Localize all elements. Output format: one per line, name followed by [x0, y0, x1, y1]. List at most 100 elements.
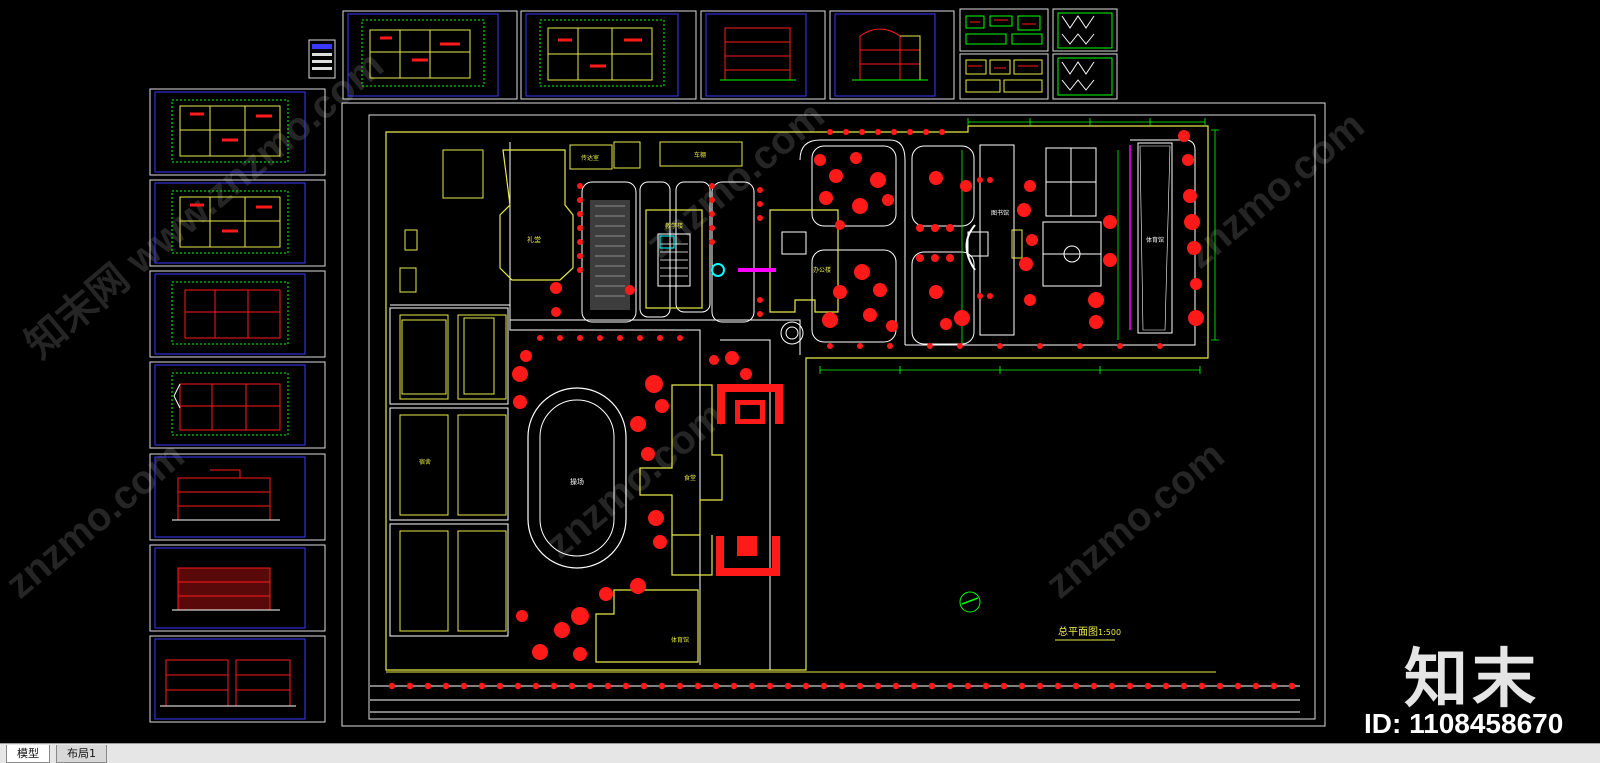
drawing-sheet-section-1[interactable]	[700, 10, 826, 100]
street-trees	[388, 682, 1296, 690]
drawing-sheet-floor-plan-4[interactable]	[149, 361, 326, 449]
sports-courts[interactable]	[1042, 147, 1102, 287]
street-tree	[388, 682, 396, 690]
library-label: 图书馆	[991, 209, 1009, 217]
street-tree	[1162, 682, 1170, 690]
north-arrow-icon	[959, 591, 981, 613]
small-building-2[interactable]	[399, 267, 417, 293]
street-tree	[1288, 682, 1296, 690]
dormitory-blocks[interactable]	[389, 307, 509, 637]
drawing-sheet-stair-2[interactable]	[1052, 53, 1118, 100]
gate-house[interactable]	[442, 149, 484, 199]
auditorium-label: 礼堂	[527, 235, 541, 244]
street-tree	[820, 682, 828, 690]
street-tree	[1252, 682, 1260, 690]
street-tree	[1090, 682, 1098, 690]
street-tree	[856, 682, 864, 690]
teaching-building-label: 教学楼	[665, 222, 683, 230]
street-tree	[802, 682, 810, 690]
street-tree	[712, 682, 720, 690]
drawing-sheet-section-2[interactable]	[829, 10, 955, 100]
drawing-sheet-stair-1[interactable]	[1052, 8, 1118, 52]
street-tree	[478, 682, 486, 690]
canteen-building[interactable]	[639, 384, 723, 576]
street-tree	[1180, 682, 1188, 690]
street-tree	[784, 682, 792, 690]
running-track[interactable]: 操场	[527, 387, 627, 569]
site-plan-scale: 1:500	[1098, 628, 1121, 637]
street-tree	[514, 682, 522, 690]
drawing-sheet-elevation-3[interactable]	[149, 635, 326, 723]
drawing-sheet-floor-plan-top-2[interactable]	[520, 10, 697, 100]
gate-building[interactable]	[569, 144, 613, 170]
street-tree	[748, 682, 756, 690]
street-tree	[406, 682, 414, 690]
canteen-label: 食堂	[684, 474, 696, 482]
drawing-sheet-details-2[interactable]	[959, 53, 1049, 100]
tree-rows	[537, 129, 1163, 349]
library-building[interactable]: 图书馆	[965, 144, 1023, 336]
roundabout	[780, 321, 804, 345]
street-tree	[1216, 682, 1224, 690]
street-tree	[1036, 682, 1044, 690]
street-tree	[838, 682, 846, 690]
drawing-sheet-elevation-2[interactable]	[149, 544, 326, 632]
drawing-sheet-site-plan[interactable]: 礼堂 传达室 车棚 教学楼	[341, 102, 1326, 727]
drawing-sheet-floor-plan-3[interactable]	[149, 270, 326, 358]
street-tree	[1018, 682, 1026, 690]
street-tree	[892, 682, 900, 690]
tab-layout1[interactable]: 布局1	[56, 745, 107, 763]
gym-label: 体育馆	[1146, 236, 1164, 244]
office-building[interactable]: 办公楼	[769, 209, 839, 313]
street-tree	[586, 682, 594, 690]
street-tree	[658, 682, 666, 690]
cad-model-space[interactable]: 知末网 www.znzmo.com znzmo.com znzmo.com zn…	[0, 0, 1600, 743]
teaching-building[interactable]: 教学楼	[645, 209, 703, 309]
gym-building[interactable]: 体育馆	[1129, 142, 1173, 334]
trees	[512, 130, 1204, 661]
fountain	[711, 263, 725, 277]
street-tree	[694, 682, 702, 690]
svg-text:体育馆: 体育馆	[671, 636, 689, 644]
street-tree	[1144, 682, 1152, 690]
street-tree	[1270, 682, 1278, 690]
street-tree	[424, 682, 432, 690]
garden-blocks	[581, 145, 975, 345]
track-label: 操场	[570, 477, 584, 486]
street-tree	[928, 682, 936, 690]
watermark-id: ID: 1108458670	[1364, 708, 1564, 739]
street-tree	[496, 682, 504, 690]
street-tree	[1000, 682, 1008, 690]
street-tree	[460, 682, 468, 690]
small-building[interactable]	[404, 229, 418, 251]
street-tree	[1054, 682, 1062, 690]
street-tree	[1198, 682, 1206, 690]
street-tree	[964, 682, 972, 690]
street-tree	[568, 682, 576, 690]
street-tree	[874, 682, 882, 690]
street-tree	[676, 682, 684, 690]
bike-shed-label: 车棚	[694, 151, 706, 159]
drawing-sheet-floor-plan-top-1[interactable]	[342, 10, 518, 100]
street-tree	[946, 682, 954, 690]
tab-model[interactable]: 模型	[6, 745, 50, 763]
street-tree	[604, 682, 612, 690]
drawing-sheet-elevation-1[interactable]	[149, 453, 326, 541]
watermark-logo: 知末	[1404, 643, 1540, 717]
street-tree	[442, 682, 450, 690]
street-tree	[532, 682, 540, 690]
drawing-sheet-details-1[interactable]	[959, 8, 1049, 52]
drawing-sheet-floor-plan-1[interactable]	[149, 88, 326, 176]
street-tree	[622, 682, 630, 690]
bottom-hall[interactable]: 体育馆	[595, 589, 699, 663]
layout-tab-bar: 模型 布局1	[0, 743, 1600, 763]
drawing-sheet-legend[interactable]	[308, 39, 336, 79]
guard-booth[interactable]	[613, 141, 641, 169]
bike-shed[interactable]	[659, 141, 743, 167]
street-tree	[1072, 682, 1080, 690]
street-tree	[982, 682, 990, 690]
street-tree	[766, 682, 774, 690]
drawing-sheet-floor-plan-2[interactable]	[149, 179, 326, 267]
street-tree	[1126, 682, 1134, 690]
auditorium-building[interactable]: 礼堂	[499, 149, 574, 281]
